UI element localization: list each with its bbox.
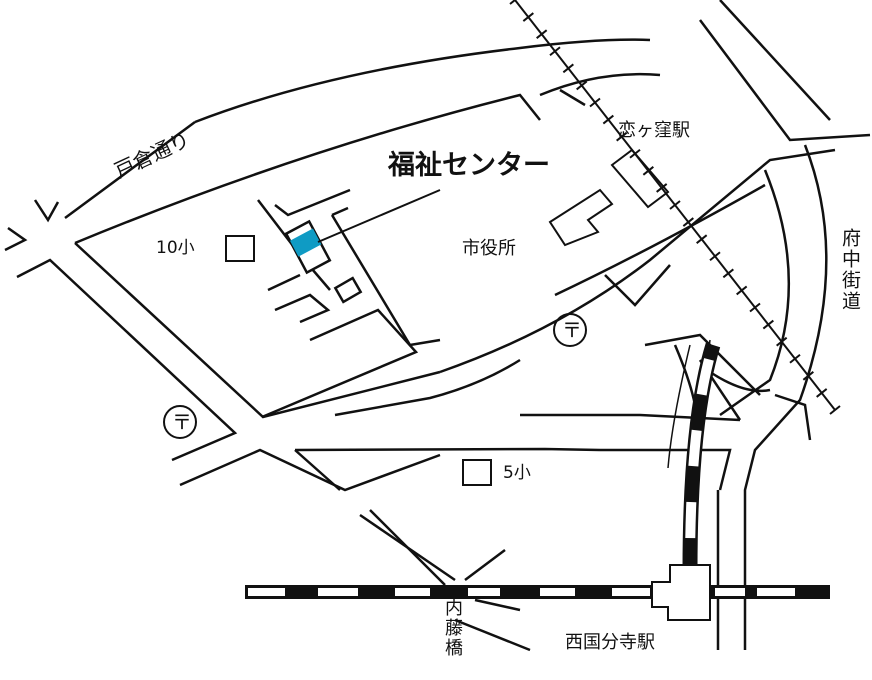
railway-segment [540,588,575,596]
railway-tick [536,29,548,39]
railway-tick [562,63,574,74]
railway-tick [629,148,641,159]
facility-leader-line [317,189,441,243]
railway-tick [576,80,588,91]
railway-tick [682,217,694,227]
label-school-5: 5小 [503,463,531,483]
railway-tick [589,97,601,108]
label-koigakubo-station: 恋ヶ窪駅 [618,120,690,141]
road-tokura-upper [194,38,651,124]
city-hall-building [548,188,614,247]
label-naito-bridge: 内藤橋 [442,598,463,658]
railway-tick [762,319,774,330]
railway-tick [789,353,801,364]
railway-tick [722,268,734,279]
railway-tick [616,131,628,142]
railway-tick [736,285,748,296]
railway-segment [612,588,650,596]
railway-tick [802,371,814,381]
school-5-icon [462,459,492,486]
railway-segment [395,588,430,596]
post-office-icon [553,313,587,347]
nishikokubunji-station-building [651,564,711,621]
railway-tick [549,46,561,57]
label-school-10: 10小 [156,238,195,258]
railway-tick [816,388,828,398]
railway-segment [468,588,500,596]
koigakubo-station-building [610,148,670,209]
label-city-hall: 市役所 [462,238,516,259]
fukushi-center-highlight [289,228,322,257]
railway-segment [248,588,285,596]
railway-tick [509,0,517,5]
label-fukushi-center: 福祉センター [388,150,550,181]
railway-chuo-ticks [509,0,841,415]
railway-tick [696,234,708,244]
post-office-icon [163,405,197,439]
railway-tick [709,251,721,262]
railway-tick [776,336,788,347]
railway-tick [669,200,681,210]
railway-tick [642,166,654,176]
road-tokura-upper-left [64,120,196,220]
railway-segment [715,588,745,596]
road-tokura-lower [74,93,541,245]
railway-segment [318,588,358,596]
railway-tick [829,405,841,415]
school-10-icon [225,235,255,262]
railway-tick [602,114,614,125]
label-fuchu-kaido: 府中街道 [839,228,861,312]
post-office-symbol: 〒 [172,410,192,434]
block-outline [74,242,441,419]
label-nishikokubunji-station: 西国分寺駅 [565,632,655,653]
road-fuchu-outer [743,144,828,650]
railway-tick [749,302,761,313]
road-fuchu-inner [719,169,791,417]
post-office-symbol: 〒 [562,318,582,342]
railway-tick [656,183,668,193]
railway-segment [757,588,795,596]
railway-tick [522,12,534,22]
